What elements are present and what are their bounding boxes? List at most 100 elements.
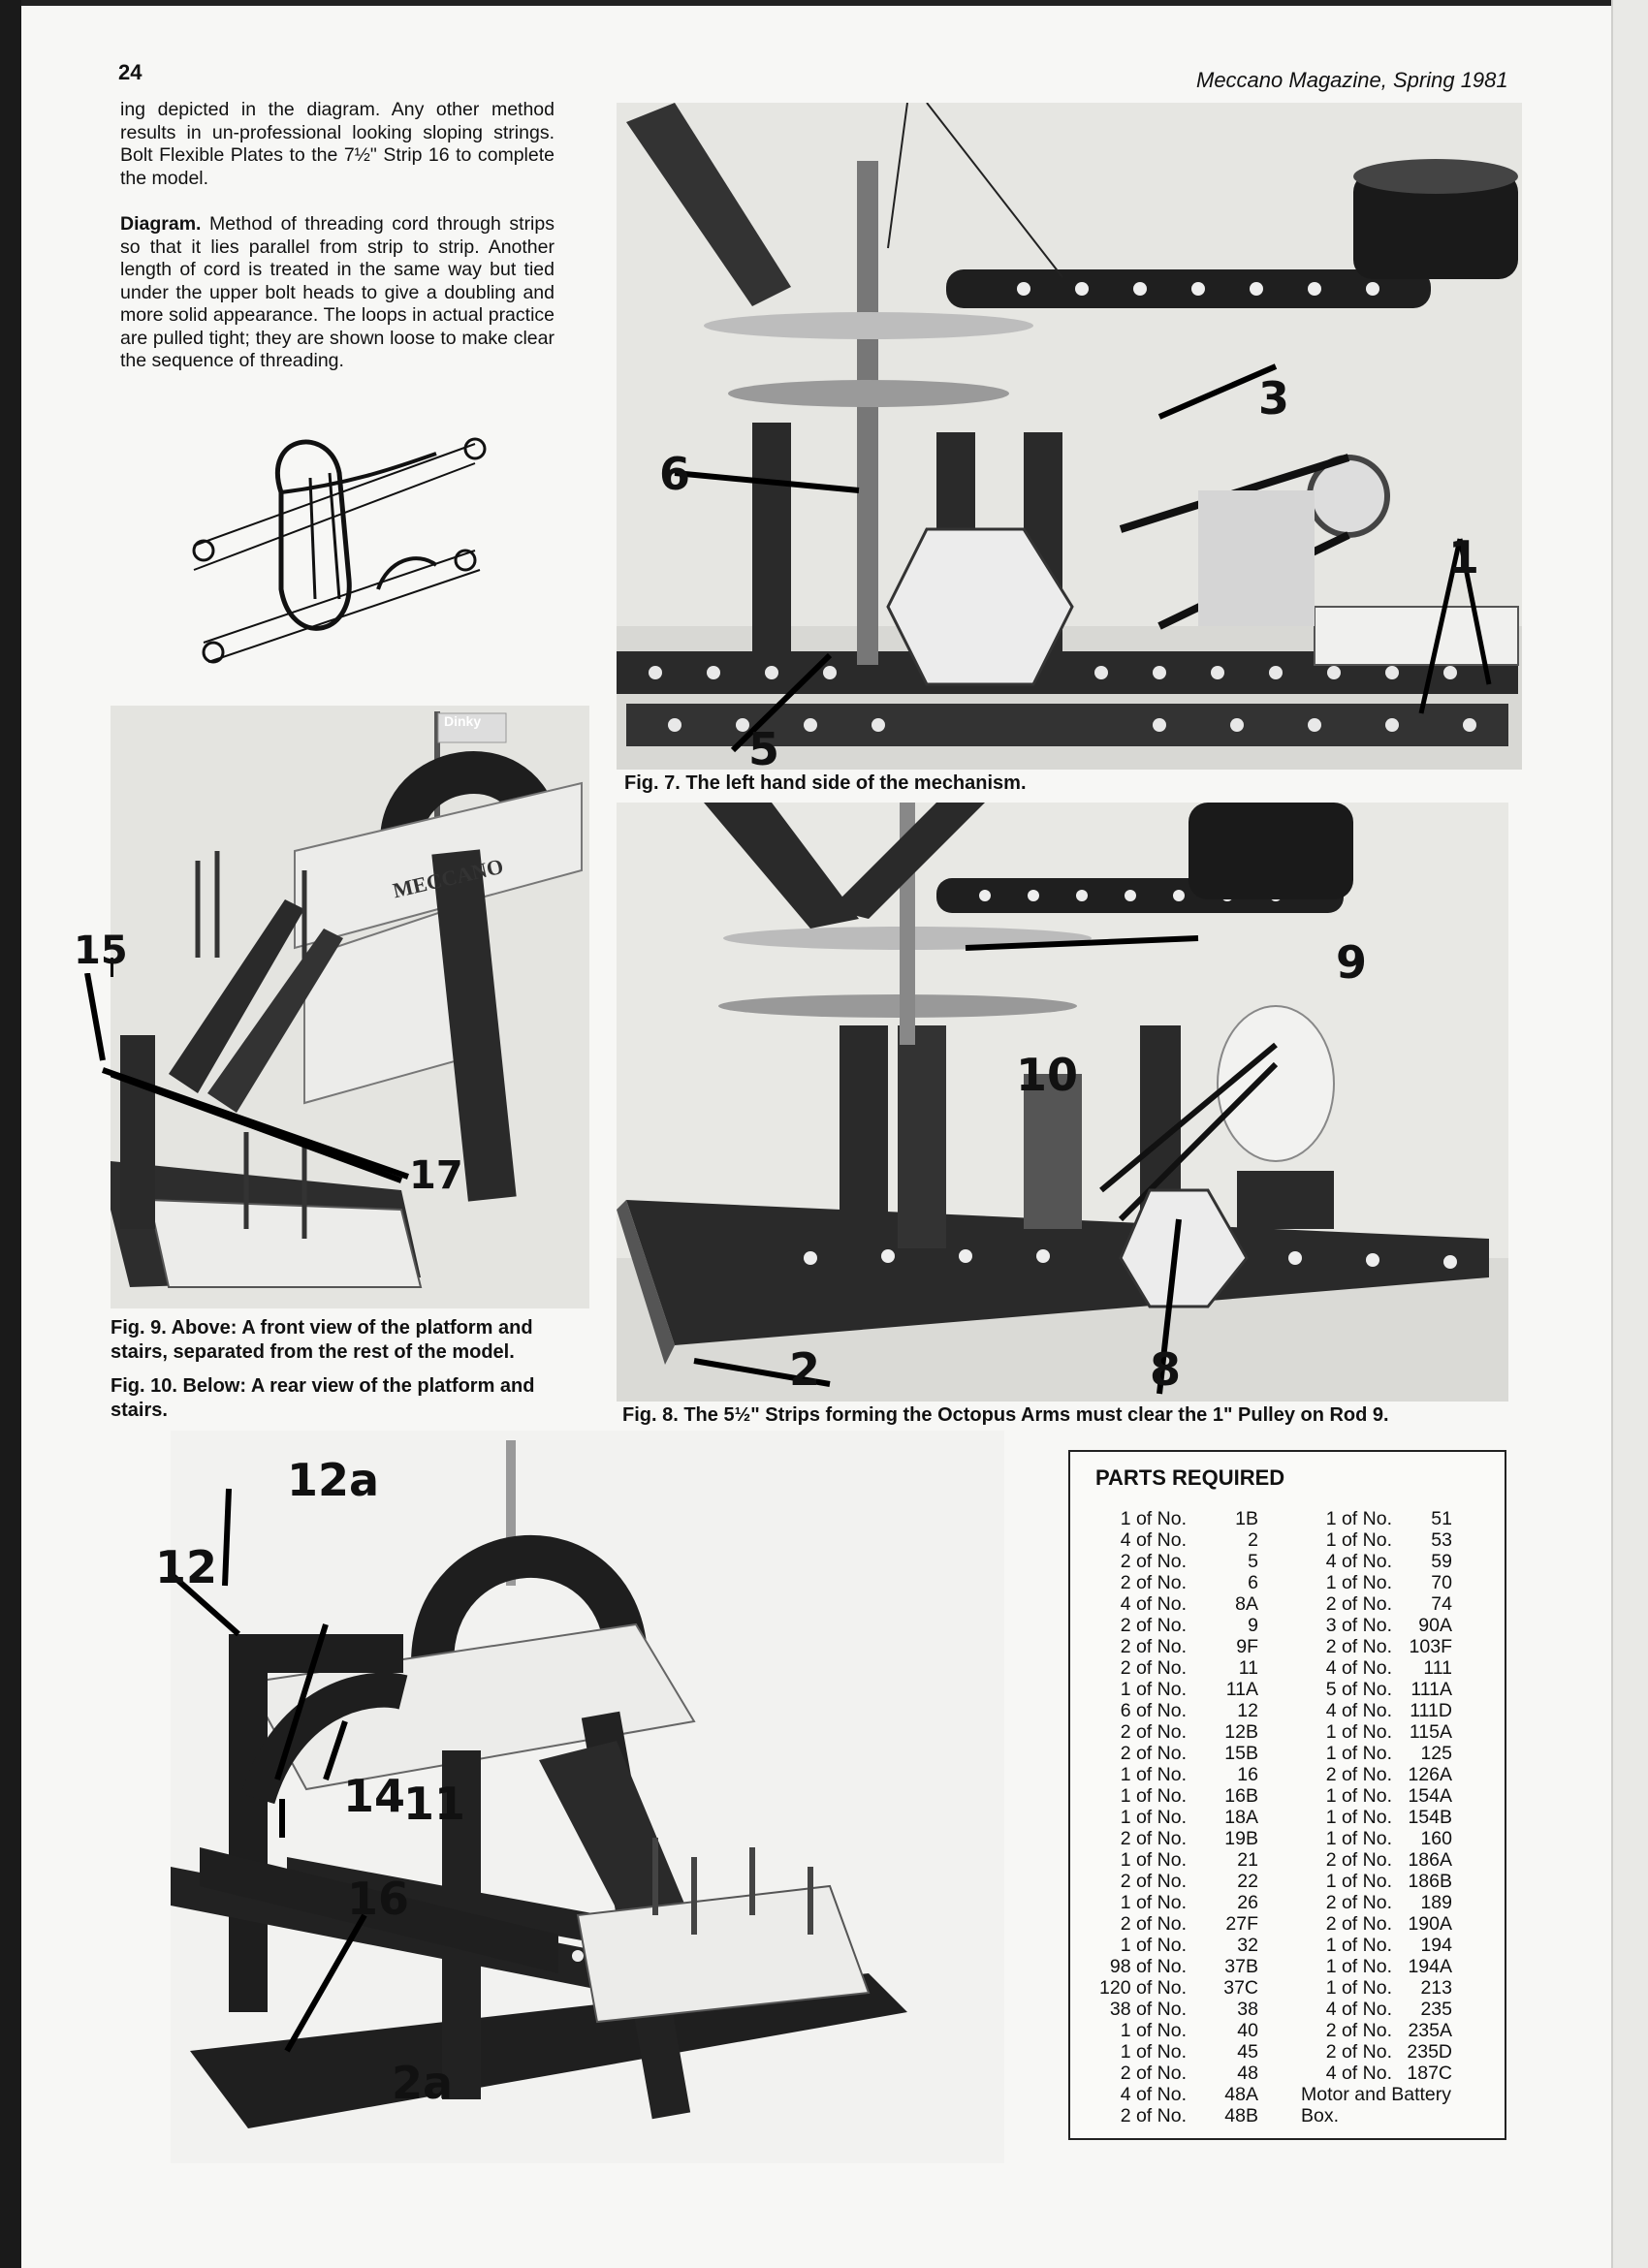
parts-number: 154A [1408, 1785, 1452, 1807]
parts-qty: 2 of No. [1120, 1871, 1187, 1892]
parts-number: 186A [1408, 1849, 1452, 1871]
parts-row: 1 of No.1B [1093, 1508, 1258, 1529]
parts-number: 126A [1408, 1764, 1452, 1785]
parts-qty: 1 of No. [1120, 2020, 1187, 2041]
parts-row: 1 of No. 70 [1301, 1572, 1485, 1593]
parts-qty: 1 of No. [1120, 1785, 1187, 1807]
parts-row: 1 of No.125 [1301, 1743, 1485, 1764]
parts-number: 5 [1248, 1551, 1258, 1572]
parts-qty: 1 of No. [1325, 1572, 1392, 1593]
parts-number: 9F [1236, 1636, 1258, 1657]
fig8-label-9: 9 [1336, 936, 1368, 989]
parts-qty: 1 of No. [1325, 1935, 1392, 1956]
parts-row: 1 of No. 53 [1301, 1529, 1485, 1551]
parts-number: 53 [1431, 1529, 1452, 1551]
parts-number: 38 [1237, 1999, 1258, 2020]
parts-number: 2 [1248, 1529, 1258, 1551]
fig10-label-2a: 2a [392, 2057, 454, 2109]
parts-qty: 2 of No. [1120, 1615, 1187, 1636]
parts-number: 235A [1408, 2020, 1452, 2041]
parts-qty: 2 of No. [1120, 1913, 1187, 1935]
parts-qty: 120 of No. [1099, 1977, 1187, 1999]
parts-qty: 1 of No. [1120, 1807, 1187, 1828]
parts-row: 1 of No.18A [1093, 1807, 1258, 1828]
parts-extra-note: Motor and Battery Box. [1301, 2084, 1451, 2126]
parts-number: 6 [1248, 1572, 1258, 1593]
diagram-text: Method of threading cord through strips … [120, 213, 555, 371]
parts-qty: 98 of No. [1109, 1956, 1187, 1977]
parts-row: 2 of No. 190A [1301, 1913, 1485, 1935]
parts-qty: 1 of No. [1120, 1892, 1187, 1913]
parts-number: 45 [1237, 2041, 1258, 2063]
parts-number: 190A [1408, 1913, 1452, 1935]
fig9-caption: Fig. 9. Above: A front view of the platf… [111, 1317, 533, 1363]
fig7-label-3: 3 [1258, 372, 1290, 425]
fig8-label-2: 2 [789, 1343, 821, 1396]
parts-qty: 4 of No. [1325, 1700, 1392, 1721]
parts-number: 15B [1224, 1743, 1258, 1764]
parts-row: 1 of No.213 [1301, 1977, 1485, 1999]
fig8-photo [617, 803, 1508, 1402]
parts-qty: 2 of No. [1120, 1551, 1187, 1572]
parts-row: 4 of No.59 [1301, 1551, 1485, 1572]
parts-row: 2 of No.48B [1093, 2105, 1258, 2126]
parts-row: 1 of No.115A [1301, 1721, 1485, 1743]
parts-row: 120 of No.37C [1093, 1977, 1258, 1999]
parts-row: 4 of No.111 [1301, 1657, 1485, 1679]
parts-qty: 1 of No. [1120, 1764, 1187, 1785]
parts-row: 2 of No. 186A [1301, 1849, 1485, 1871]
parts-qty: 2 of No. [1325, 1764, 1392, 1785]
parts-number: 40 [1237, 2020, 1258, 2041]
parts-number: 187C [1407, 2063, 1452, 2084]
parts-row: 6 of No.12 [1093, 1700, 1258, 1721]
parts-row: 2 of No.9 [1093, 1615, 1258, 1636]
fig7-label-5: 5 [748, 723, 780, 775]
parts-qty: 1 of No. [1120, 1935, 1187, 1956]
parts-row: 1 of No. 45 [1093, 2041, 1258, 2063]
parts-number: 11 [1238, 1657, 1258, 1679]
parts-number: 70 [1431, 1572, 1452, 1593]
parts-row: 98 of No.37B [1093, 1956, 1258, 1977]
parts-qty: 2 of No. [1325, 1913, 1392, 1935]
parts-qty: 2 of No. [1325, 2020, 1392, 2041]
parts-row: 1 of No.16 [1093, 1764, 1258, 1785]
parts-number: 103F [1409, 1636, 1452, 1657]
parts-row: 2 of No. 6 [1093, 1572, 1258, 1593]
parts-number: 160 [1420, 1828, 1452, 1849]
parts-number: 90A [1418, 1615, 1452, 1636]
parts-qty: 1 of No. [1325, 1529, 1392, 1551]
parts-qty: 2 of No. [1120, 1572, 1187, 1593]
magazine-title: Meccano Magazine, Spring 1981 [1196, 68, 1508, 92]
parts-number: 125 [1420, 1743, 1452, 1764]
parts-qty: 4 of No. [1325, 2063, 1392, 2084]
parts-row: 2 of No.12B [1093, 1721, 1258, 1743]
fig8-caption: Fig. 8. The 5½" Strips forming the Octop… [622, 1404, 1389, 1426]
parts-qty: 1 of No. [1120, 1508, 1187, 1529]
fig10-photo [171, 1431, 1004, 2163]
parts-row: 2 of No. 126A [1301, 1764, 1485, 1785]
parts-qty: 1 of No. [1120, 2041, 1187, 2063]
parts-number: 111A [1410, 1679, 1452, 1700]
parts-qty: 2 of No. [1120, 1636, 1187, 1657]
parts-row: 1 of No.11A [1093, 1679, 1258, 1700]
parts-row: 1 of No. 40 [1093, 2020, 1258, 2041]
parts-qty: 2 of No. [1120, 2063, 1187, 2084]
parts-number: 27F [1225, 1913, 1258, 1935]
fig10-label-16: 16 [347, 1873, 410, 1925]
parts-number: 19B [1224, 1828, 1258, 1849]
parts-row: 4 of No.111D [1301, 1700, 1485, 1721]
parts-qty: 2 of No. [1325, 1849, 1392, 1871]
parts-qty: 4 of No. [1325, 1999, 1392, 2020]
parts-number: 59 [1431, 1551, 1452, 1572]
parts-number: 235D [1407, 2041, 1452, 2063]
parts-qty: 1 of No. [1120, 1679, 1187, 1700]
threading-diagram [184, 405, 494, 678]
parts-number: 12 [1237, 1700, 1258, 1721]
fig10-label-11: 11 [403, 1778, 466, 1830]
parts-number: 21 [1237, 1849, 1258, 1871]
parts-row: 1 of No.32 [1093, 1935, 1258, 1956]
parts-qty: 1 of No. [1325, 1721, 1392, 1743]
parts-row: 2 of No.48 [1093, 2063, 1258, 2084]
